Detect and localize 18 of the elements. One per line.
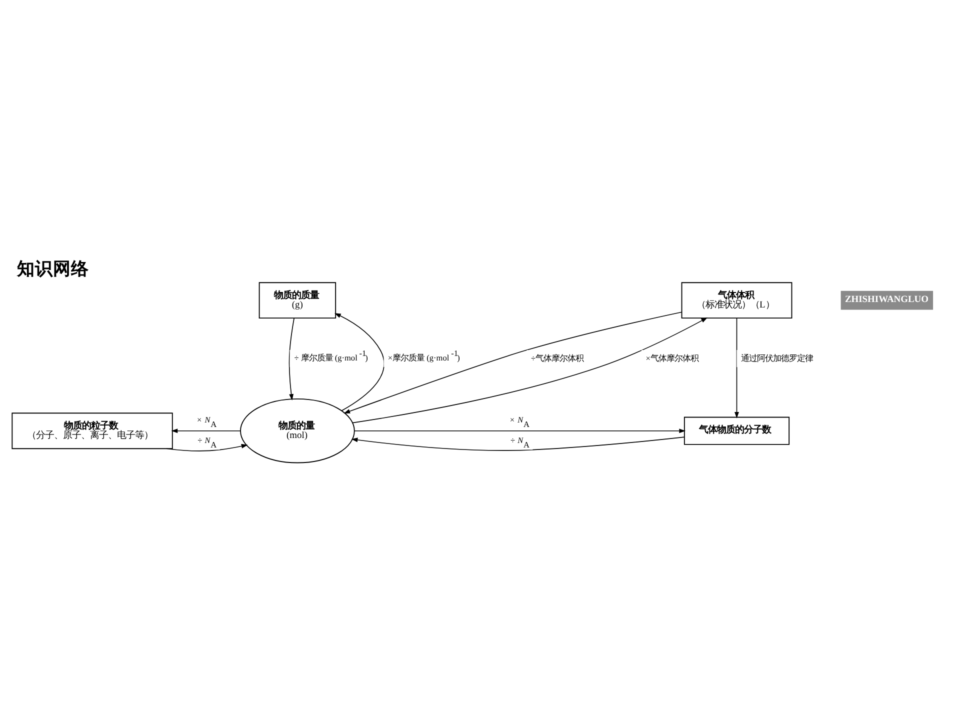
label: ZHISHIWANGLUO — [844, 294, 928, 304]
arrow — [734, 317, 739, 418]
arrow — [171, 428, 241, 433]
edge-label: 通过阿伏加德罗定律 — [741, 354, 814, 363]
arrow — [344, 311, 682, 413]
arrow — [166, 443, 248, 451]
node-box: 气体体积 （标准状况）（L） — [681, 282, 792, 318]
node-box: 物质的质量 (g) — [258, 282, 336, 318]
diagram-title: 知识网络 — [16, 258, 89, 278]
node-box: 气体物质的分子数 — [684, 416, 790, 444]
arrow — [351, 436, 685, 450]
arrow — [288, 317, 294, 400]
arrow — [352, 317, 708, 423]
node-box: 物质的粒子数 （分子、原子、离子、电子等） — [12, 412, 173, 449]
arrow — [354, 428, 686, 433]
arrow — [334, 312, 384, 411]
edge-label: ÷气体摩尔体积 — [530, 354, 584, 363]
edge-label: ×气体摩尔体积 — [646, 354, 698, 363]
